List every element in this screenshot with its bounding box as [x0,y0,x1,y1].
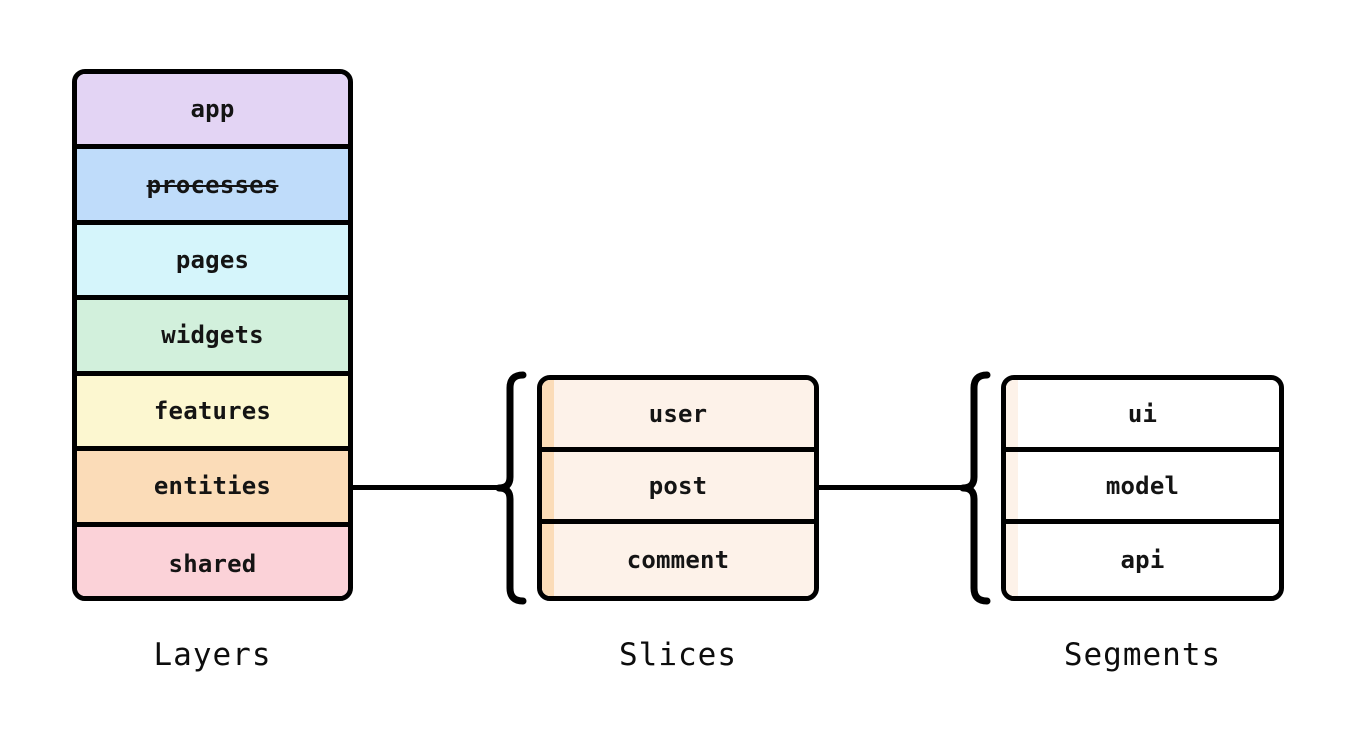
connector-layers-to-slices [352,485,504,490]
layer-row-shared[interactable]: shared [77,526,348,596]
layer-row-widgets[interactable]: widgets [77,300,348,376]
column-caption-layers: Layers [153,637,272,673]
layer-label-processes: processes [146,170,279,199]
segment-accent-stripe [1006,380,1018,447]
column-caption-segments: Segments [1063,637,1222,673]
layer-label-pages: pages [175,246,250,275]
layer-label-widgets: widgets [161,321,264,350]
segments-stack: ui model api [1001,375,1284,601]
slices-brace [494,370,528,606]
layer-row-pages[interactable]: pages [77,224,348,301]
slice-row-comment[interactable]: comment [542,524,814,596]
segments-brace [958,370,992,606]
segment-row-model[interactable]: model [1006,452,1279,524]
slice-accent-stripe [542,524,554,596]
segment-row-ui[interactable]: ui [1006,380,1279,452]
slice-label-user: user [648,399,708,428]
slice-label-post: post [648,471,708,500]
column-caption-slices: Slices [619,637,737,673]
layer-row-features[interactable]: features [77,375,348,452]
layer-label-entities: entities [153,472,272,501]
slice-row-user[interactable]: user [542,380,814,452]
layer-label-app: app [190,95,235,124]
segment-label-model: model [1105,471,1180,500]
slice-accent-stripe [542,452,554,519]
segment-accent-stripe [1006,524,1018,596]
layer-row-app[interactable]: app [77,74,348,150]
segment-row-api[interactable]: api [1006,524,1279,596]
segment-label-ui: ui [1127,399,1158,428]
slice-label-comment: comment [626,546,730,574]
layer-label-features: features [153,396,272,425]
slice-accent-stripe [542,380,554,447]
layers-stack: app processes pages widgets features ent… [72,69,353,601]
layer-label-shared: shared [168,550,257,579]
segment-accent-stripe [1006,452,1018,519]
segment-label-api: api [1120,546,1165,574]
slices-stack: user post comment [537,375,819,601]
slice-row-post[interactable]: post [542,452,814,524]
connector-slices-to-segments [818,485,970,490]
layer-row-processes[interactable]: processes [77,149,348,225]
layer-row-entities[interactable]: entities [77,451,348,527]
